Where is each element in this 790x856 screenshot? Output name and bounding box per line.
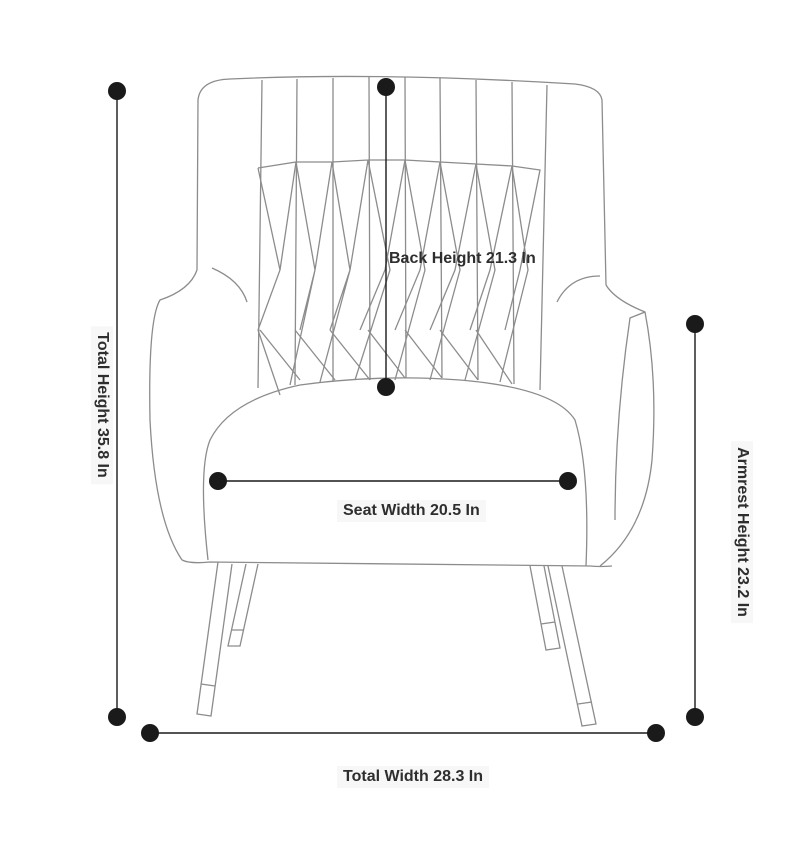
armchair-drawing [149, 75, 655, 727]
seat-width-right-dot [559, 472, 577, 490]
right-arm-inner [614, 311, 646, 521]
left-arm-curve [211, 267, 248, 303]
left-front-leg [196, 561, 233, 717]
right-back-leg [529, 565, 561, 651]
total-width-left-dot [141, 724, 159, 742]
left-arm-outline [149, 269, 198, 561]
backrest-outline [196, 75, 607, 286]
back-height-label: Back Height 21.3 In [389, 250, 536, 267]
left-back-leg [227, 563, 259, 647]
total-height-label: Total Height 35.8 In [91, 326, 113, 484]
armrest-height-label: Armrest Height 23.2 In [731, 441, 753, 623]
backrest-channels [257, 76, 548, 391]
seat-width-left-dot [209, 472, 227, 490]
total-height-top-dot [108, 82, 126, 100]
seat-front-edge [181, 559, 613, 568]
seat-width-label: Seat Width 20.5 In [337, 500, 486, 522]
backrest-diamond-tufting [257, 159, 541, 396]
right-arm-outline [599, 284, 655, 567]
total-width-label: Total Width 28.3 In [337, 766, 490, 788]
right-arm-curve [556, 275, 601, 303]
seat-cushion [202, 377, 588, 567]
right-front-leg [547, 565, 597, 727]
back-height-bottom-dot [377, 378, 395, 396]
dimension-lines [108, 78, 704, 742]
armrest-height-bottom-dot [686, 708, 704, 726]
armrest-height-top-dot [686, 315, 704, 333]
total-height-bottom-dot [108, 708, 126, 726]
total-width-right-dot [647, 724, 665, 742]
back-height-top-dot [377, 78, 395, 96]
